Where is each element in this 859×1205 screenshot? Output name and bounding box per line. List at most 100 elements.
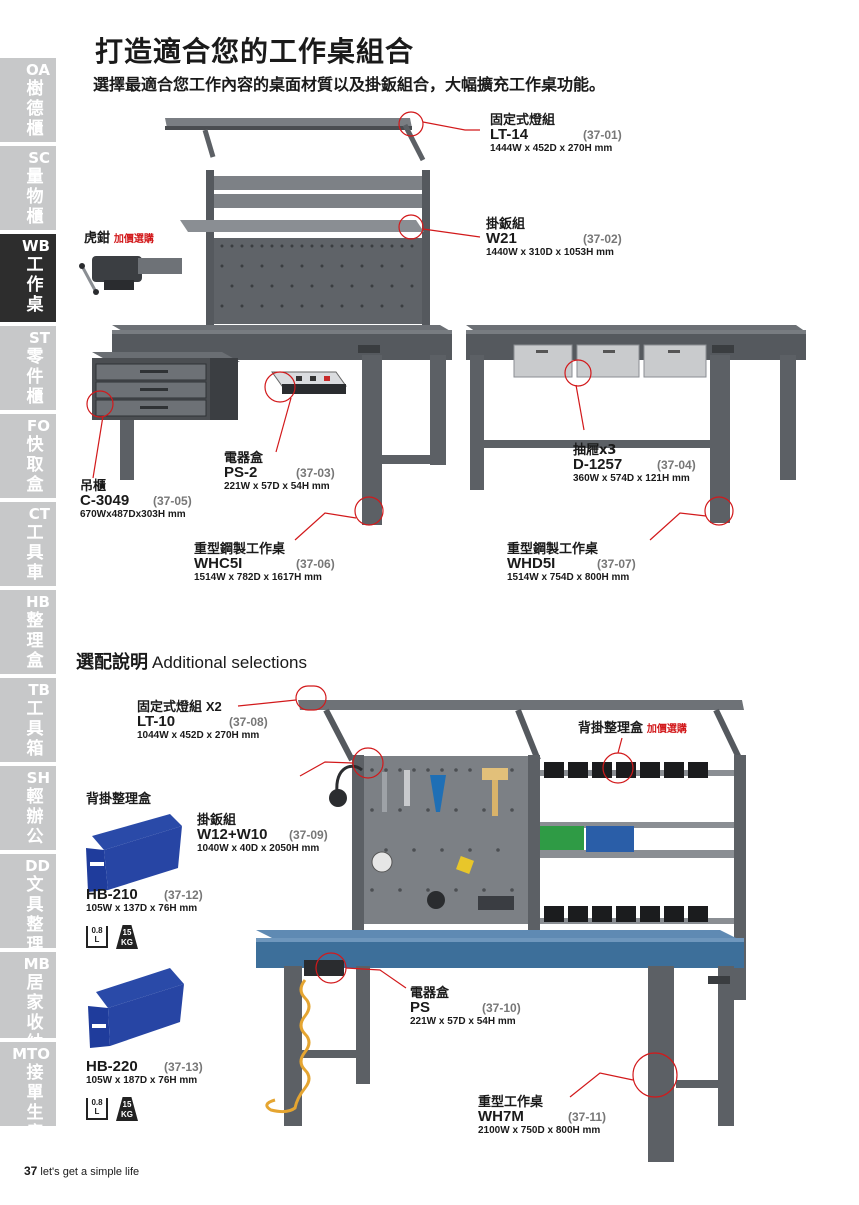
tab-mb[interactable]: MB 居家收納 bbox=[0, 952, 56, 1053]
product-model: HB-220 bbox=[86, 1058, 138, 1075]
page-number: 37 bbox=[24, 1164, 38, 1178]
label-backbox-left: 背掛整理盒 bbox=[86, 792, 151, 807]
label-whd5i: 重型鋼製工作桌 WHD5I(37-07) 1514W x 754D x 800H… bbox=[507, 543, 636, 585]
light-bar-lt14-illustration bbox=[165, 118, 426, 162]
label-ps: 電器盒 PS(37-10) 221W x 57D x 54H mm bbox=[410, 987, 521, 1029]
product-code: (37-01) bbox=[583, 128, 622, 142]
tab-char: 盒 bbox=[26, 651, 44, 671]
product-model: LT-10 bbox=[137, 713, 176, 730]
label-lt14: 固定式燈組 LT-14(37-01) 1444W x 452D x 270H m… bbox=[490, 114, 622, 156]
product-dims: 1044W x 452D x 270H mm bbox=[137, 730, 260, 741]
load-value: 15 bbox=[122, 1100, 132, 1109]
tab-dd[interactable]: DD 文具整理 bbox=[0, 854, 56, 955]
product-dims: 2100W x 750D x 800H mm bbox=[478, 1125, 601, 1136]
tab-hb[interactable]: HB 整理盒 bbox=[0, 590, 56, 676]
page-title: 打造適合您的工作桌組合 bbox=[95, 35, 415, 68]
pegboard-w21-illustration bbox=[180, 170, 430, 330]
tab-char: 量 bbox=[26, 167, 44, 187]
page-subtitle: 選擇最適合您工作內容的桌面材質以及掛鈑組合，大幅擴充工作桌功能。 bbox=[93, 75, 606, 94]
label-lt10: 固定式燈組 X2 LT-10 (37-08) 1044W x 452D x 270… bbox=[137, 700, 268, 743]
tab-char: 居 bbox=[26, 973, 44, 993]
tab-mto[interactable]: MTO 接單生產 bbox=[0, 1042, 56, 1143]
label-wh7m: 重型工作桌 WH7M(37-11) 2100W x 750D x 800H mm bbox=[478, 1096, 606, 1138]
tab-sh[interactable]: SH 輕辦公 bbox=[0, 766, 56, 852]
tab-char: 整 bbox=[26, 611, 44, 631]
product-name: 背掛整理盒 bbox=[86, 792, 152, 807]
tab-char: 接 bbox=[26, 1063, 44, 1083]
tab-char: 作 bbox=[26, 275, 44, 295]
tab-code: MTO bbox=[12, 1045, 50, 1063]
tab-code: HB bbox=[26, 593, 50, 611]
product-name: 重型鋼製工作桌 bbox=[507, 542, 599, 557]
product-name: 電器盒 bbox=[410, 986, 450, 1001]
tab-code: WB bbox=[22, 237, 50, 255]
product-name: 虎鉗 bbox=[84, 231, 111, 246]
tab-sc[interactable]: SC 量物櫃 bbox=[0, 146, 56, 232]
product-code: (37-02) bbox=[583, 232, 622, 246]
tab-char: 桌 bbox=[26, 295, 44, 315]
product-dims: 360W x 574D x 121H mm bbox=[573, 473, 690, 484]
volume-value: 0.8 bbox=[91, 926, 103, 935]
tab-ct[interactable]: CT 工具車 bbox=[0, 502, 56, 588]
section-title-zh: 選配說明 bbox=[76, 652, 148, 673]
product-name: 固定式燈組 bbox=[137, 700, 203, 715]
tab-char: 盒 bbox=[26, 475, 44, 495]
tab-char: 產 bbox=[26, 1123, 44, 1143]
tab-char: 箱 bbox=[26, 739, 44, 759]
tab-char: 工 bbox=[26, 523, 44, 543]
product-model: HB-210 bbox=[86, 886, 138, 903]
bottom-callouts bbox=[237, 685, 678, 1098]
load-unit: KG bbox=[121, 938, 133, 947]
product-code: (37-08) bbox=[229, 715, 268, 729]
tab-char: 樹 bbox=[26, 79, 44, 99]
tab-code: TB bbox=[28, 681, 50, 699]
tab-char: 整 bbox=[26, 915, 44, 935]
tab-fo[interactable]: FO 快取盒 bbox=[0, 414, 56, 500]
product-dims: 221W x 57D x 54H mm bbox=[224, 481, 330, 492]
tab-char: 快 bbox=[26, 435, 44, 455]
tab-char: 物 bbox=[26, 187, 44, 207]
tab-st[interactable]: ST 零件櫃 bbox=[0, 326, 56, 412]
label-hb220: HB-220(37-13) 105W x 187D x 76H mm bbox=[86, 1058, 203, 1088]
bin-hb210-illustration bbox=[86, 814, 182, 892]
product-code: (37-13) bbox=[164, 1060, 203, 1074]
product-model: PS-2 bbox=[224, 464, 258, 481]
tab-char: 家 bbox=[26, 993, 44, 1013]
tab-tb[interactable]: TB 工具箱 bbox=[0, 678, 56, 764]
product-name: 背掛整理盒 bbox=[578, 721, 644, 736]
vise-illustration bbox=[79, 256, 182, 295]
tab-char: 辦 bbox=[26, 807, 44, 827]
product-dims: 1440W x 310D x 1053H mm bbox=[486, 247, 614, 258]
tab-code: SC bbox=[28, 149, 50, 167]
tab-wb[interactable]: WB 工作桌 bbox=[0, 234, 56, 324]
tab-char: 工 bbox=[26, 699, 44, 719]
product-code: (37-06) bbox=[296, 557, 335, 571]
product-code: (37-03) bbox=[296, 466, 335, 480]
volume-unit: L bbox=[94, 935, 100, 944]
light-bar-lt10-illustration bbox=[298, 700, 744, 762]
product-model: LT-14 bbox=[490, 126, 529, 143]
tab-char: 公 bbox=[26, 827, 44, 847]
product-name: 抽屜x3 bbox=[573, 443, 617, 458]
product-code: (37-09) bbox=[289, 828, 328, 842]
tab-char: 收 bbox=[26, 1013, 44, 1033]
tab-char: 輕 bbox=[26, 787, 44, 807]
top-callouts bbox=[86, 111, 734, 541]
product-dims: 1040W x 40D x 2050H mm bbox=[197, 843, 320, 854]
footer-slogan: let's get a simple life bbox=[40, 1166, 140, 1178]
workbench-wh7m-illustration bbox=[256, 930, 744, 1162]
product-code: (37-12) bbox=[164, 888, 203, 902]
volume-unit: L bbox=[94, 1107, 100, 1116]
product-qty: X2 bbox=[205, 699, 222, 714]
tab-oa[interactable]: OA 樹德櫃 bbox=[0, 58, 56, 144]
tab-char: 理 bbox=[26, 631, 44, 651]
add-on-note: 加價選購 bbox=[113, 234, 154, 245]
label-whc5i: 重型鋼製工作桌 WHC5I(37-06) 1514W x 782D x 1617… bbox=[194, 543, 335, 585]
product-dims: 1444W x 452D x 270H mm bbox=[490, 143, 613, 154]
tab-char: 理 bbox=[26, 935, 44, 955]
product-name: 掛鈑組 bbox=[486, 217, 526, 232]
